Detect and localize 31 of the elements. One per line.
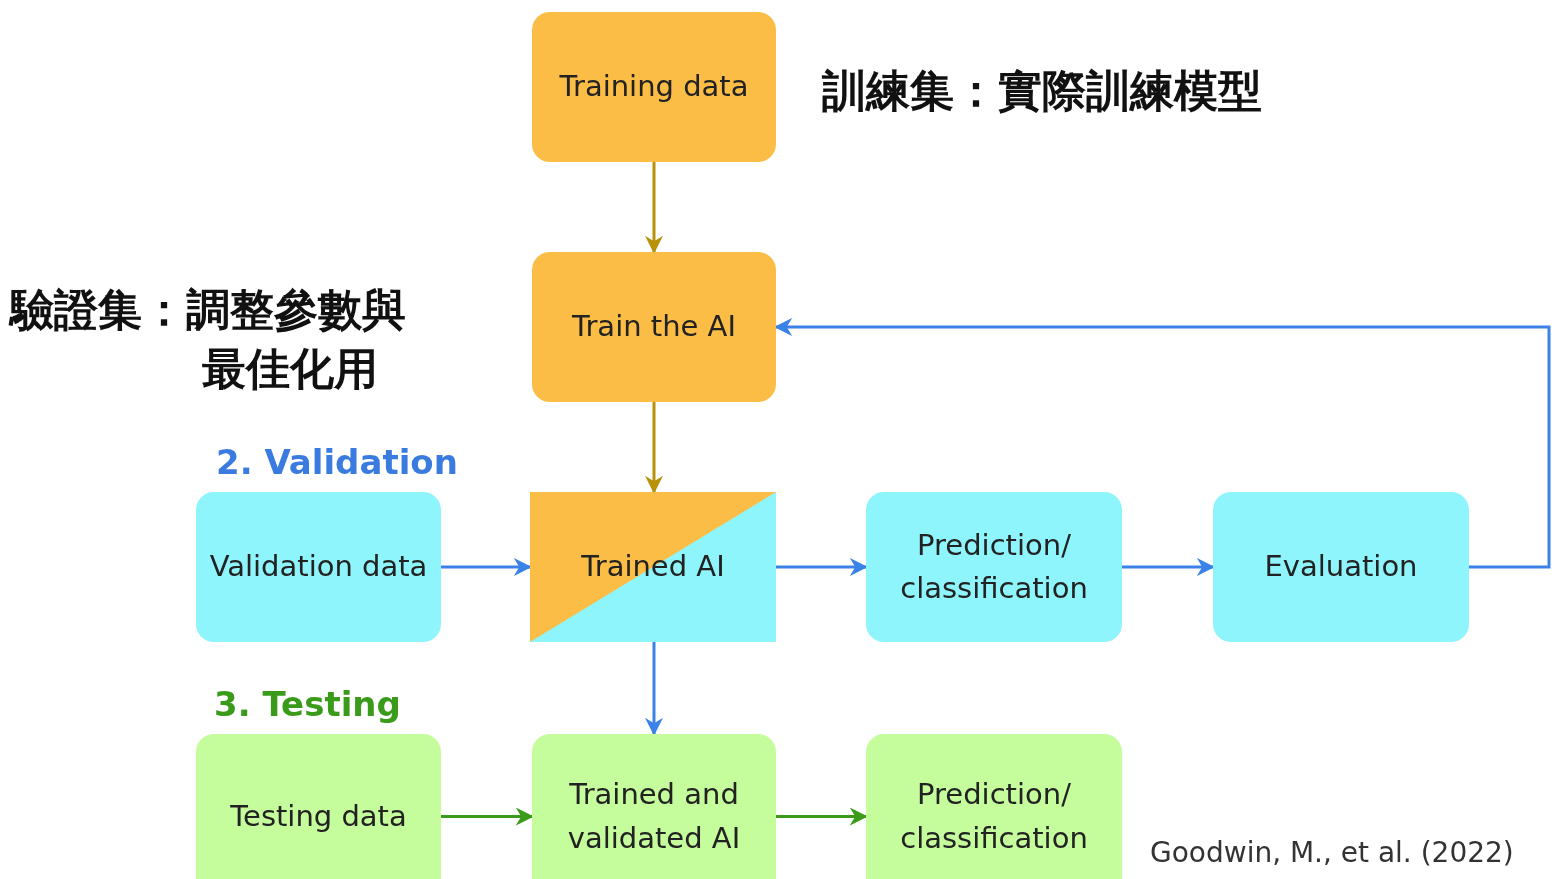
node-label: Prediction/ classification (899, 526, 1089, 607)
node-label: Testing data (229, 797, 408, 835)
citation-text: Goodwin, M., et al. (2022) (1150, 836, 1514, 869)
section-heading: 2. Validation (216, 442, 458, 482)
process-box (866, 734, 1122, 879)
node-label: Validation data (208, 548, 429, 586)
process-box (532, 734, 776, 879)
arrow (776, 807, 868, 826)
arrow (774, 318, 1551, 569)
split-process-box (530, 492, 776, 642)
process-box (1213, 492, 1469, 642)
arrow (645, 642, 663, 736)
process-box (532, 252, 776, 402)
process-box (532, 12, 776, 162)
arrow (776, 558, 868, 576)
process-box (196, 492, 441, 642)
arrow (1122, 558, 1215, 576)
node-label: Evaluation (1263, 548, 1419, 586)
process-box (196, 734, 441, 879)
arrow (645, 162, 663, 254)
section-heading: 3. Testing (214, 684, 401, 724)
arrow (441, 558, 532, 576)
node-label: Prediction/ classification (899, 776, 1089, 857)
process-box (866, 492, 1122, 642)
node-label: Training data (558, 68, 750, 106)
node-label: Trained and validated AI (566, 776, 742, 857)
annotation-text: 驗證集：調整參數與最佳化用 (10, 283, 407, 397)
annotation-text: 訓練集：實際訓練模型 (822, 64, 1262, 118)
arrow (645, 402, 663, 494)
arrow (441, 807, 534, 826)
node-label: Train the AI (571, 308, 737, 346)
